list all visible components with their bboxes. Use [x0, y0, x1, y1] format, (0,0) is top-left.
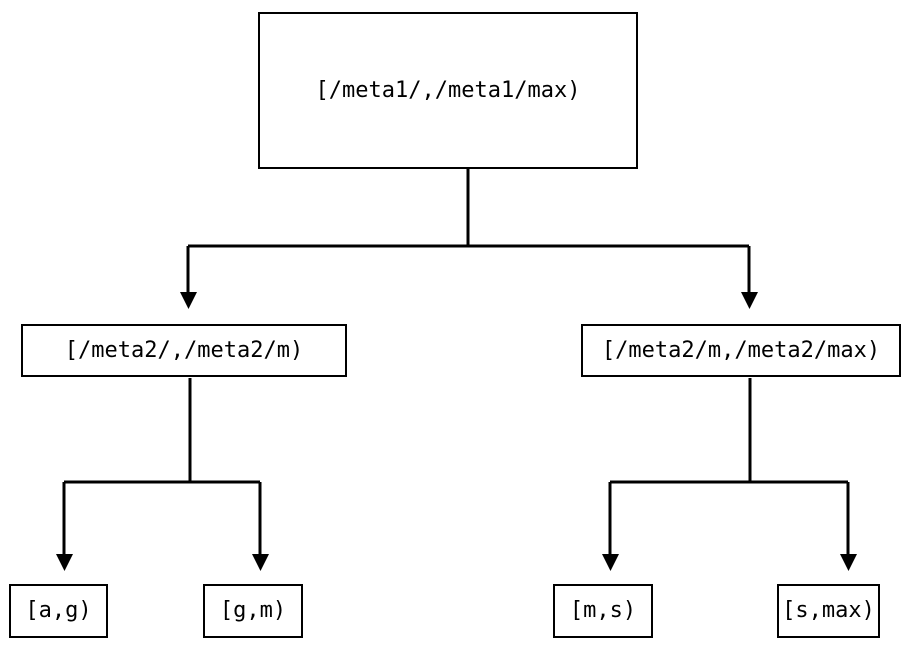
node-leaf-g-m[interactable]: [g,m): [203, 584, 303, 638]
arrowhead-group: [56, 292, 857, 571]
arrowhead-to-leaf-3: [602, 554, 619, 571]
node-root-label: [/meta1/,/meta1/max): [315, 77, 581, 103]
arrowhead-to-leaf-1: [56, 554, 73, 571]
arrowhead-to-mid-left: [180, 292, 197, 309]
node-mid-right[interactable]: [/meta2/m,/meta2/max): [581, 324, 901, 377]
node-leaf-a-g-label: [a,g): [25, 598, 92, 623]
node-root[interactable]: [/meta1/,/meta1/max): [258, 12, 638, 169]
node-leaf-m-s-label: [m,s): [569, 598, 637, 623]
node-leaf-g-m-label: [g,m): [219, 598, 287, 623]
node-mid-left[interactable]: [/meta2/,/meta2/m): [21, 324, 347, 377]
node-leaf-s-max-label: [s,max): [782, 598, 875, 623]
arrowhead-to-mid-right: [741, 292, 758, 309]
arrowhead-to-leaf-2: [252, 554, 269, 571]
node-leaf-s-max[interactable]: [s,max): [777, 584, 880, 638]
node-mid-right-label: [/meta2/m,/meta2/max): [601, 337, 881, 363]
node-leaf-m-s[interactable]: [m,s): [553, 584, 653, 638]
node-leaf-a-g[interactable]: [a,g): [9, 584, 108, 638]
arrowhead-to-leaf-4: [840, 554, 857, 571]
node-mid-left-label: [/meta2/,/meta2/m): [64, 337, 304, 363]
